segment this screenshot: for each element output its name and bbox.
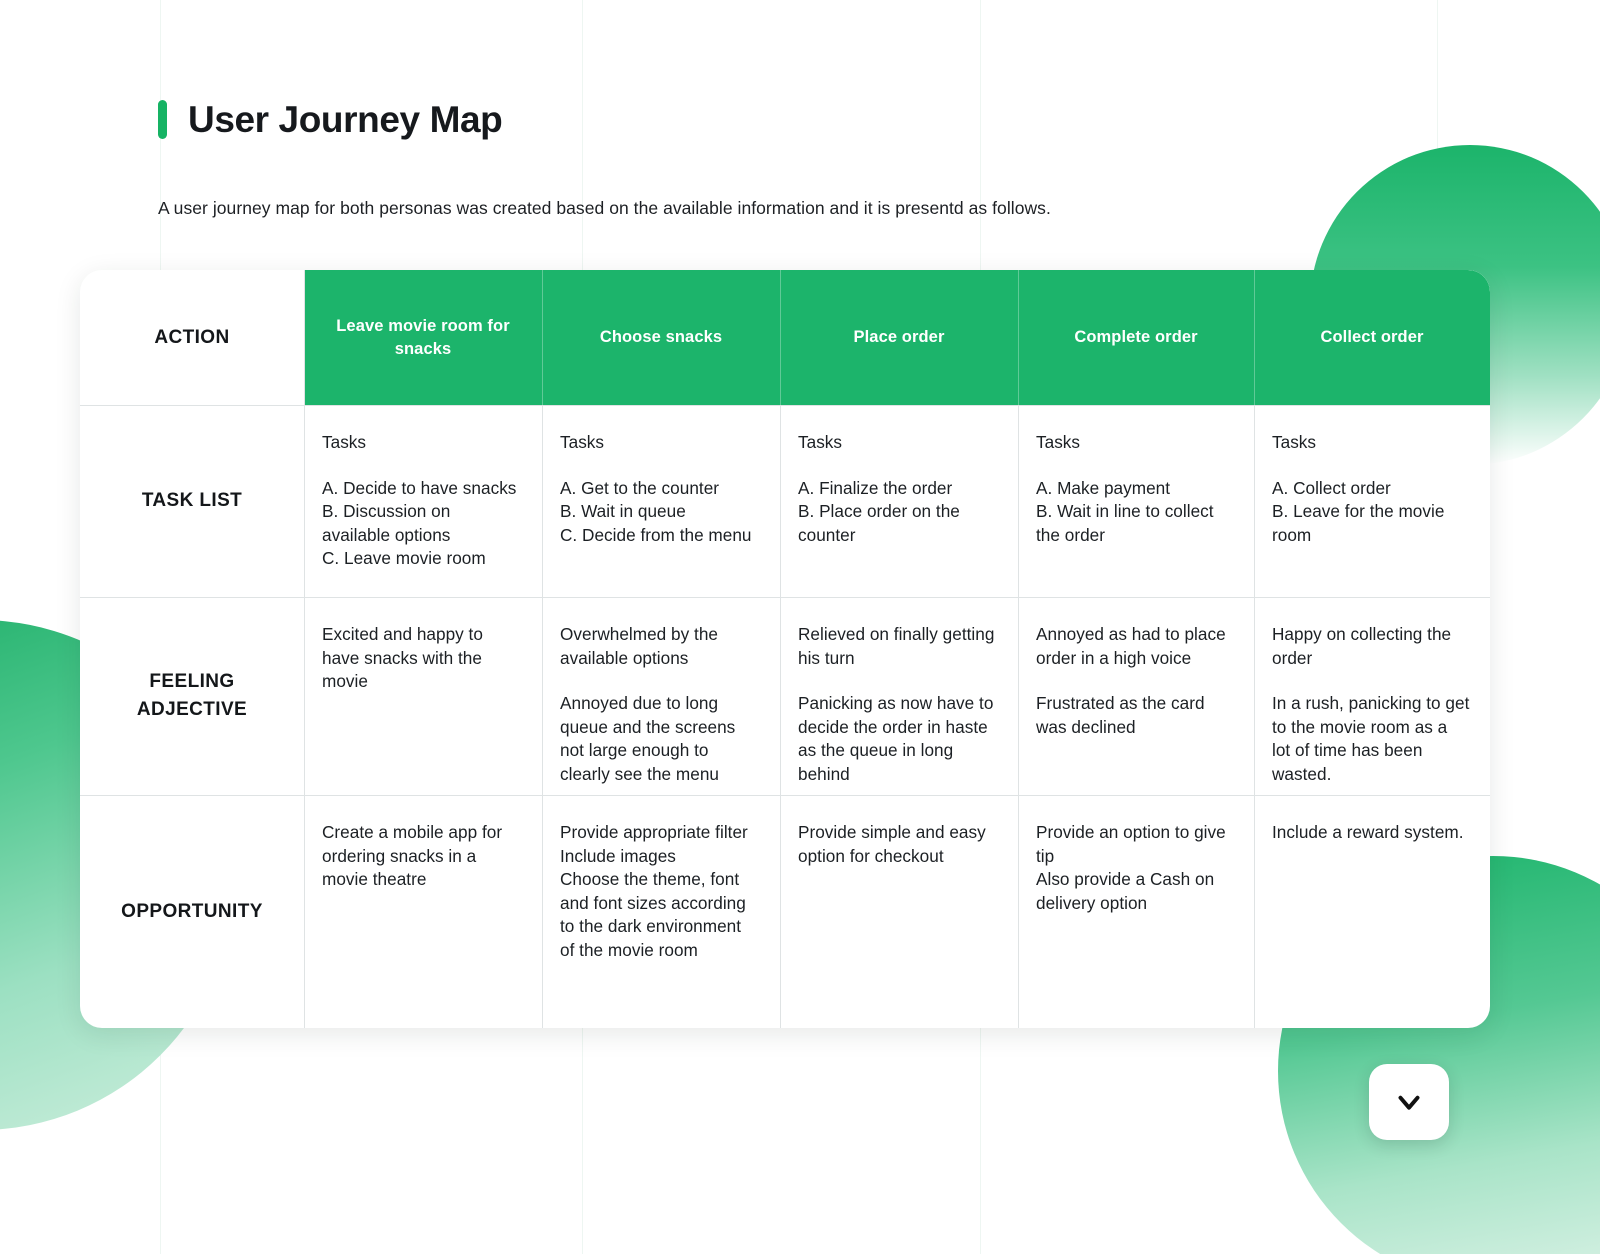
page-title-text: User Journey Map xyxy=(188,99,503,140)
opportunity-text: Provide simple and easy option for check… xyxy=(798,822,986,866)
table-cell-opportunity-1: Create a mobile app for ordering snacks … xyxy=(304,795,542,1028)
table-cell-feeling-5: Happy on collecting the order In a rush,… xyxy=(1254,597,1490,795)
table-column-divider xyxy=(1018,405,1019,1028)
table-column-divider xyxy=(542,405,543,1028)
column-header-leave-movie-room[interactable]: Leave movie room for snacks xyxy=(304,270,542,405)
tasks-heading: Tasks xyxy=(1036,432,1081,452)
tasks-heading: Tasks xyxy=(1272,432,1317,452)
table-cell-opportunity-5: Include a reward system. xyxy=(1254,795,1490,1028)
tasks-items: A. Collect order B. Leave for the movie … xyxy=(1272,477,1445,545)
row-label-task-list: TASK LIST xyxy=(141,490,243,512)
opportunity-text: Provide appropriate filter Include image… xyxy=(560,822,748,960)
feeling-primary: Happy on collecting the order xyxy=(1272,624,1452,668)
table-cell-feeling-1: Excited and happy to have snacks with th… xyxy=(304,597,542,795)
tasks-items: A. Get to the counter B. Wait in queue C… xyxy=(560,477,752,545)
row-label-feeling-adjective: FEELING ADJECTIVE xyxy=(136,671,248,720)
table-cell-opportunity-4: Provide an option to give tip Also provi… xyxy=(1018,795,1254,1028)
table-cell-feeling-3: Relieved on finally getting his turn Pan… xyxy=(780,597,1018,795)
feeling-secondary: Annoyed due to long queue and the screen… xyxy=(560,693,736,784)
column-header-collect-order[interactable]: Collect order xyxy=(1254,270,1490,405)
page-subtitle: A user journey map for both personas was… xyxy=(158,198,1051,218)
tasks-items: A. Finalize the order B. Place order on … xyxy=(798,477,960,545)
feeling-primary: Excited and happy to have snacks with th… xyxy=(322,624,483,692)
table-cell-opportunity-3: Provide simple and easy option for check… xyxy=(780,795,1018,1028)
table-cell-tasklist-2: Tasks A. Get to the counter B. Wait in q… xyxy=(542,405,780,597)
page-title: User Journey Map xyxy=(158,99,503,140)
table-cell-tasklist-5: Tasks A. Collect order B. Leave for the … xyxy=(1254,405,1490,597)
table-column-divider xyxy=(780,405,781,1028)
table-row-divider xyxy=(80,597,1490,598)
row-label-action: ACTION xyxy=(154,326,230,348)
tasks-heading: Tasks xyxy=(560,432,605,452)
table-cell-feeling-2: Overwhelmed by the available options Ann… xyxy=(542,597,780,795)
feeling-primary: Overwhelmed by the available options xyxy=(560,624,718,668)
title-accent-bar xyxy=(158,100,167,139)
table-row-divider xyxy=(80,795,1490,796)
table-cell-opportunity-2: Provide appropriate filter Include image… xyxy=(542,795,780,1028)
column-header-place-order[interactable]: Place order xyxy=(780,270,1018,405)
table-column-divider xyxy=(1254,405,1255,1028)
opportunity-text: Provide an option to give tip Also provi… xyxy=(1036,822,1226,913)
row-label-opportunity: OPPORTUNITY xyxy=(121,900,263,922)
tasks-items: A. Make payment B. Wait in line to colle… xyxy=(1036,477,1214,545)
feeling-primary: Annoyed as had to place order in a high … xyxy=(1036,624,1226,668)
journey-map-table: ACTION Leave movie room for snacks Choos… xyxy=(80,270,1490,1028)
table-cell-feeling-4: Annoyed as had to place order in a high … xyxy=(1018,597,1254,795)
tasks-heading: Tasks xyxy=(798,432,843,452)
column-header-complete-order[interactable]: Complete order xyxy=(1018,270,1254,405)
table-column-divider xyxy=(304,405,305,1028)
tasks-items: A. Decide to have snacks B. Discussion o… xyxy=(322,477,517,569)
table-row-divider xyxy=(80,405,1490,406)
feeling-secondary: In a rush, panicking to get to the movie… xyxy=(1272,693,1470,784)
tasks-heading: Tasks xyxy=(322,432,367,452)
table-column-divider xyxy=(304,270,305,405)
opportunity-text: Create a mobile app for ordering snacks … xyxy=(322,822,503,890)
feeling-primary: Relieved on finally getting his turn xyxy=(798,624,995,668)
feeling-secondary: Frustrated as the card was declined xyxy=(1036,693,1205,737)
table-cell-tasklist-4: Tasks A. Make payment B. Wait in line to… xyxy=(1018,405,1254,597)
scroll-down-button[interactable] xyxy=(1369,1064,1449,1140)
opportunity-text: Include a reward system. xyxy=(1272,822,1464,842)
column-header-choose-snacks[interactable]: Choose snacks xyxy=(542,270,780,405)
chevron-down-icon xyxy=(1392,1085,1426,1119)
table-cell-tasklist-1: Tasks A. Decide to have snacks B. Discus… xyxy=(304,405,542,597)
feeling-secondary: Panicking as now have to decide the orde… xyxy=(798,693,994,784)
table-cell-tasklist-3: Tasks A. Finalize the order B. Place ord… xyxy=(780,405,1018,597)
journey-map-card: ACTION Leave movie room for snacks Choos… xyxy=(80,270,1490,1028)
